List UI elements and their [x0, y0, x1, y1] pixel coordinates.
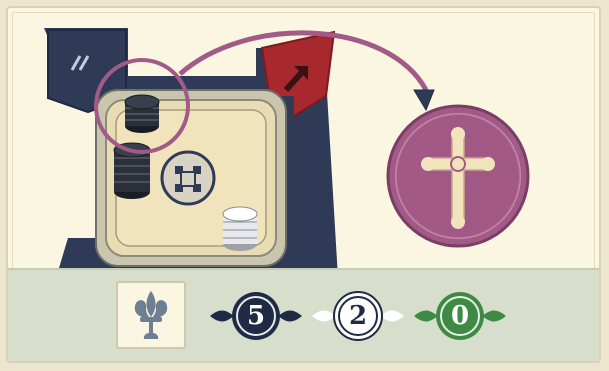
- castle-icon[interactable]: [162, 152, 214, 204]
- emblem-tile[interactable]: [116, 281, 186, 349]
- dark-counter: 5: [206, 284, 306, 348]
- white-counter: 2: [308, 284, 408, 348]
- arrow-head-icon: [414, 90, 434, 110]
- fleur-de-lis-icon: [118, 283, 184, 347]
- green-counter: 0: [410, 284, 510, 348]
- stack-black-top[interactable]: [125, 95, 159, 133]
- counter-value: 2: [338, 296, 378, 336]
- game-card: 5 2 0: [6, 6, 601, 363]
- counter-value: 0: [440, 296, 480, 336]
- counter-value: 5: [236, 296, 276, 336]
- resource-panel: 5 2 0: [8, 268, 599, 361]
- stack-white[interactable]: [223, 207, 257, 251]
